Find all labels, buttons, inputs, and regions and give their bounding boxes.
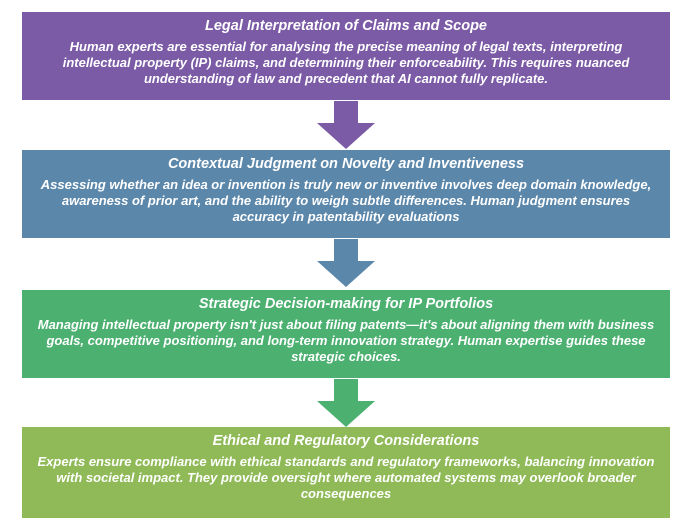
step-title: Ethical and Regulatory Considerations bbox=[212, 433, 480, 449]
step-box-legal-interpretation: Legal Interpretation of Claims and Scope… bbox=[22, 12, 670, 100]
step-description: Experts ensure compliance with ethical s… bbox=[37, 454, 655, 501]
down-arrow-icon bbox=[317, 379, 375, 427]
step-title: Contextual Judgment on Novelty and Inven… bbox=[167, 156, 525, 172]
step-box-strategic-decision: Strategic Decision-making for IP Portfol… bbox=[22, 290, 670, 378]
step-title: Strategic Decision-making for IP Portfol… bbox=[198, 296, 494, 312]
step-description: Assessing whether an idea or invention i… bbox=[40, 177, 652, 224]
step-box-ethical-regulatory: Ethical and Regulatory Considerations Ex… bbox=[22, 427, 670, 518]
step-description: Managing intellectual property isn't jus… bbox=[37, 317, 655, 364]
step-description: Human experts are essential for analysin… bbox=[62, 39, 630, 86]
down-arrow-icon bbox=[317, 239, 375, 287]
step-title: Legal Interpretation of Claims and Scope bbox=[205, 18, 487, 34]
step-box-contextual-judgment: Contextual Judgment on Novelty and Inven… bbox=[22, 150, 670, 238]
down-arrow-icon bbox=[317, 101, 375, 149]
